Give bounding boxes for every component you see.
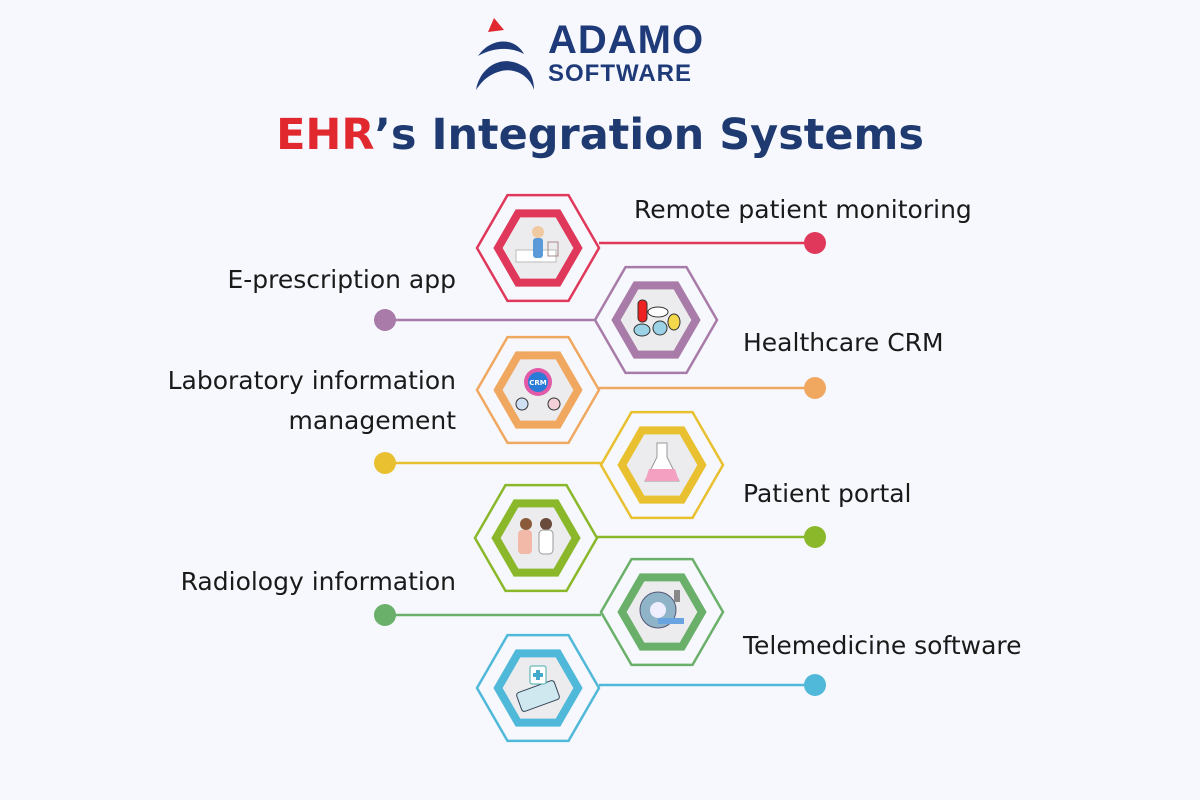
integration-node: [475, 633, 826, 743]
integration-node: [374, 557, 725, 667]
adamo-logo: ADAMO SOFTWARE: [474, 16, 734, 92]
integration-node: CRM: [475, 335, 826, 445]
mri-scanner-icon: [639, 590, 684, 629]
connector-dot: [804, 232, 826, 254]
label-telemedicine-software: Telemedicine software: [743, 631, 1022, 660]
logo-text-software: SOFTWARE: [548, 60, 692, 87]
label-remote-patient-monitoring: Remote patient monitoring: [634, 195, 972, 224]
connector-dot: [804, 526, 826, 548]
connector-dot: [804, 377, 826, 399]
integration-node: [473, 483, 826, 593]
label-healthcare-crm: Healthcare CRM: [743, 328, 944, 357]
logo-text-adamo: ADAMO: [548, 18, 705, 62]
label-patient-portal: Patient portal: [743, 479, 912, 508]
integration-node: [475, 193, 826, 303]
connector-dot: [374, 309, 396, 331]
label-laboratory-information-management: Laboratory information management: [167, 366, 456, 435]
label-radiology-information: Radiology information: [180, 567, 456, 596]
doctor-patient-icon: [518, 518, 554, 555]
integration-node: [374, 265, 719, 375]
logo-mark-icon: [476, 18, 534, 90]
tablet-medical-icon: [516, 665, 560, 712]
connector-dot: [374, 452, 396, 474]
integration-node: [374, 410, 725, 520]
connector-dot: [804, 674, 826, 696]
flask-icon: [644, 442, 680, 482]
page-title: EHR’s Integration Systems: [0, 110, 1200, 160]
label-e-prescription-app: E-prescription app: [227, 265, 456, 294]
inner-hexagon: [491, 499, 581, 577]
pills-icon: [633, 299, 681, 337]
crm-badge-text: CRM: [529, 379, 547, 387]
inner-hexagon: [611, 281, 701, 359]
title-rest: ’s Integration Systems: [374, 110, 924, 160]
title-highlight: EHR: [276, 110, 375, 160]
connector-dot: [374, 604, 396, 626]
patient-bed-icon: [515, 226, 559, 263]
crm-gear-icon: CRM: [515, 368, 561, 411]
